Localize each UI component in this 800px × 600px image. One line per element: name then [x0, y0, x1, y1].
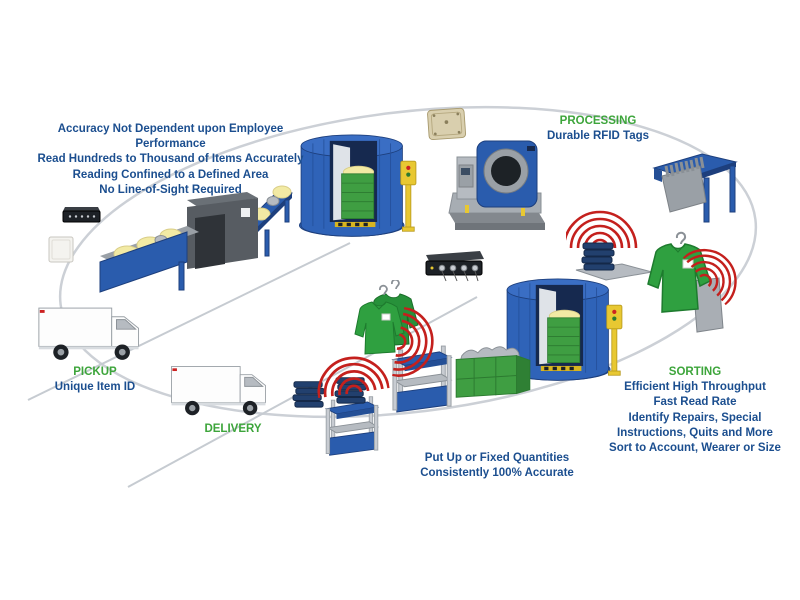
- linen-stack-icon: [566, 206, 661, 284]
- sorting-line: Sort to Account, Wearer or Size: [609, 441, 781, 454]
- radio-waves-icon: [681, 231, 755, 307]
- linen-stack-icon: [291, 377, 327, 409]
- truck-illustration: [168, 362, 278, 418]
- sorting-label: SORTING Efficient High Throughput Fast R…: [593, 365, 797, 456]
- radio-waves-icon: [566, 210, 638, 249]
- conveyor-illustration: [95, 170, 295, 300]
- receiving-benefits-text: Accuracy Not Dependent upon Employee Per…: [28, 122, 313, 198]
- sorting-line: Fast Read Rate: [653, 396, 737, 409]
- pickup-title: PICKUP: [73, 366, 117, 378]
- utility-cart-illustration: [324, 395, 380, 457]
- laundry-cart-illustration: [450, 333, 536, 401]
- sorting-title: SORTING: [668, 366, 722, 378]
- washer-extractor-illustration: [443, 135, 551, 235]
- processing-subtitle: Durable RFID Tags: [546, 130, 650, 143]
- garment-rail-illustration: [648, 150, 740, 225]
- sorting-line: Efficient High Throughput: [624, 381, 766, 394]
- sorting-line: Instructions, Quits and More: [617, 426, 773, 439]
- rfid-reader-icon: [62, 204, 102, 226]
- tag-plate-icon: [423, 102, 470, 145]
- garment-icon: [645, 226, 750, 338]
- delivery-title: DELIVERY: [204, 423, 262, 435]
- utility-cart-illustration: [391, 344, 453, 414]
- benefit-line: Reading Confined to a Defined Area: [72, 168, 269, 181]
- processing-label: PROCESSING Durable RFID Tags: [518, 114, 678, 144]
- radio-waves-icon: [390, 306, 445, 384]
- processing-title: PROCESSING: [559, 115, 637, 127]
- putup-text: Put Up or Fixed Quantities Consistently …: [387, 451, 607, 481]
- putup-line: Put Up or Fixed Quantities: [424, 452, 570, 464]
- rfid-portal-illustration: [502, 268, 627, 382]
- benefit-line: No Line-of-Sight Required: [99, 183, 242, 196]
- rfid-portal-illustration: [296, 124, 421, 238]
- benefit-line: Read Hundreds to Thousand of Items Accur…: [37, 153, 304, 166]
- antenna-reader-icon: [422, 247, 488, 285]
- benefit-line: Accuracy Not Dependent upon Employee Per…: [57, 123, 284, 151]
- linen-stack-icon: [333, 373, 369, 405]
- putup-line: Consistently 100% Accurate: [420, 467, 574, 480]
- delivery-label: DELIVERY: [173, 422, 293, 437]
- truck-illustration: [36, 303, 151, 363]
- pickup-subtitle: Unique Item ID: [54, 381, 136, 394]
- pickup-label: PICKUP Unique Item ID: [25, 365, 165, 395]
- sorting-line: Identify Repairs, Special: [628, 411, 762, 424]
- radio-waves-icon: [312, 345, 390, 400]
- rfid-tag-icon: [48, 236, 74, 263]
